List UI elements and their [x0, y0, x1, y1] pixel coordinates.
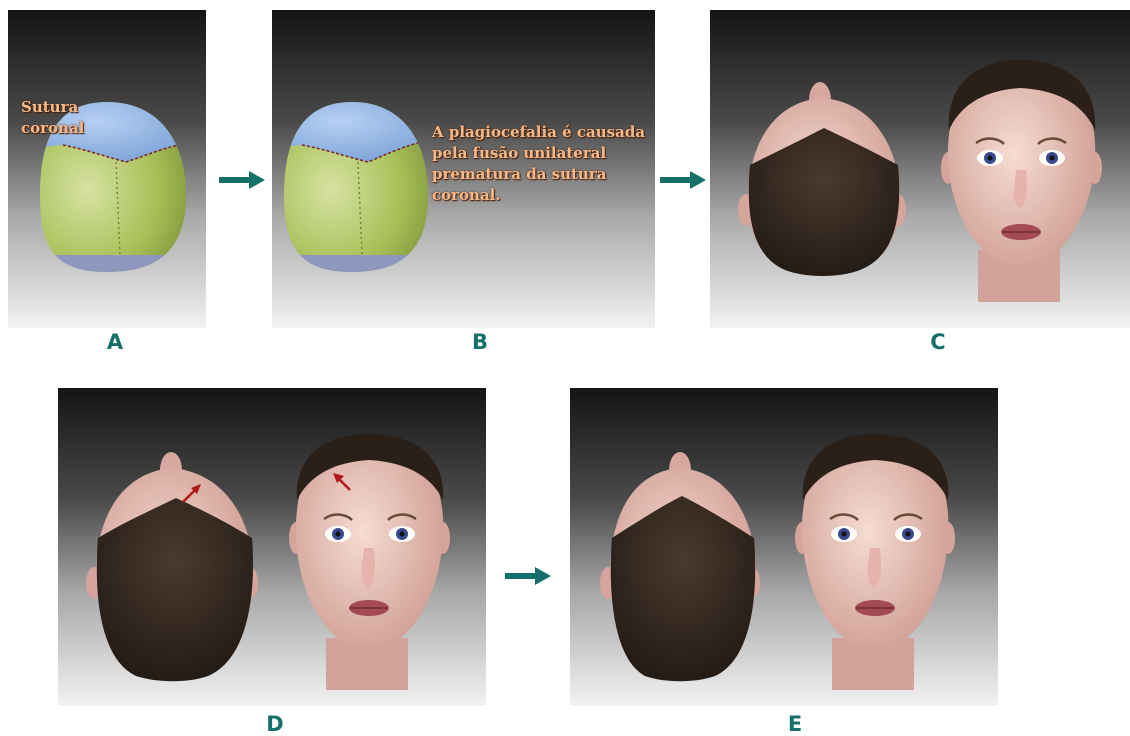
suture-label: Sutura coronal [21, 97, 84, 139]
plagiocephaly-caption: A plagiocefalia é causada pela fusão uni… [432, 122, 655, 206]
letter-e: E [775, 712, 815, 736]
right-arrow-icon [505, 566, 553, 586]
panel-c [710, 10, 1130, 328]
head-top-view-d [86, 452, 258, 681]
red-pointer-arrow-icon [181, 482, 205, 504]
letter-b: B [460, 330, 500, 354]
right-arrow-icon [219, 170, 267, 190]
letter-c: C [918, 330, 958, 354]
face-front-view-e [795, 434, 955, 690]
panel-b: A plagiocefalia é causada pela fusão uni… [272, 10, 655, 328]
corrected-head-views [570, 388, 998, 706]
head-top-view-c [738, 82, 906, 276]
plagiocephaly-head-views [58, 388, 486, 706]
panel-e [570, 388, 998, 706]
suture-label-line1: Sutura [21, 97, 84, 118]
right-arrow-icon [660, 170, 708, 190]
head-top-view-e [600, 452, 760, 681]
suture-label-line2: coronal [21, 118, 84, 139]
letter-a: A [95, 330, 135, 354]
panel-a: Sutura coronal [8, 10, 206, 328]
letter-d: D [255, 712, 295, 736]
face-front-view-c [941, 60, 1102, 302]
skull-top-view-a [8, 10, 206, 328]
normal-head-views [710, 10, 1130, 328]
red-pointer-arrow-icon [330, 470, 354, 492]
panel-d [58, 388, 486, 706]
face-front-view-d [289, 434, 450, 690]
